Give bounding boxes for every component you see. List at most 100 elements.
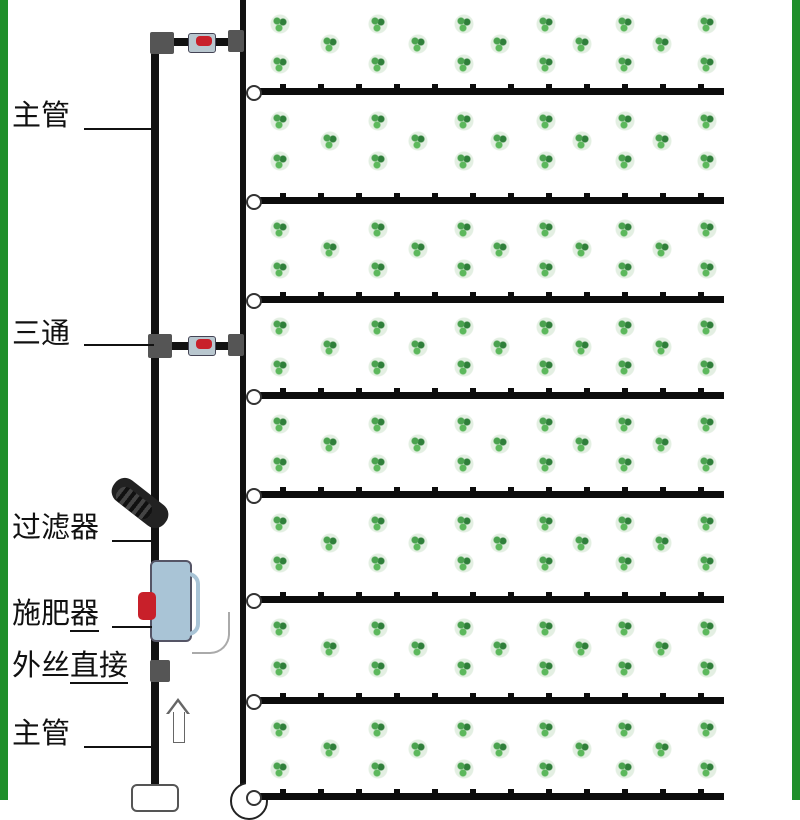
plant-icon (652, 434, 672, 454)
dripper-icon (660, 789, 666, 793)
plant-icon (572, 131, 592, 151)
plant-icon (536, 111, 556, 131)
plant-icon (368, 54, 388, 74)
plant-icon (408, 638, 428, 658)
plant-icon (697, 414, 717, 434)
plant-icon (368, 513, 388, 533)
plant-icon (697, 317, 717, 337)
dripper-icon (584, 592, 590, 596)
plant-icon (368, 259, 388, 279)
label-main-pipe-bottom: 主管 (12, 716, 70, 750)
dripper-icon (432, 292, 438, 296)
plant-icon (408, 131, 428, 151)
dripper-icon (508, 193, 514, 197)
dripper-icon (622, 789, 628, 793)
dripper-icon (470, 193, 476, 197)
plant-icon (536, 759, 556, 779)
plant-icon (652, 739, 672, 759)
plant-icon (270, 513, 290, 533)
drip-line (250, 193, 724, 204)
plant-icon (408, 337, 428, 357)
plant-icon (454, 759, 474, 779)
plant-icon (536, 219, 556, 239)
dripper-icon (698, 84, 704, 88)
plant-icon (270, 414, 290, 434)
plant-icon (697, 454, 717, 474)
dripper-icon (394, 592, 400, 596)
plant-icon (320, 34, 340, 54)
plant-icon (270, 759, 290, 779)
plant-icon (615, 553, 635, 573)
dripper-icon (432, 84, 438, 88)
dripper-icon (470, 693, 476, 697)
dripper-icon (432, 388, 438, 392)
tee-icon (148, 334, 172, 358)
plant-icon (408, 533, 428, 553)
dripper-icon (584, 84, 590, 88)
plant-icon (368, 317, 388, 337)
dripper-icon (394, 193, 400, 197)
dripper-icon (356, 292, 362, 296)
top-elbow-icon (150, 32, 174, 54)
plant-icon (490, 34, 510, 54)
dripper-icon (584, 693, 590, 697)
dripper-icon (546, 693, 552, 697)
dripper-icon (280, 487, 286, 491)
dripper-icon (584, 292, 590, 296)
plant-icon (490, 434, 510, 454)
dripper-icon (622, 292, 628, 296)
dripper-icon (660, 487, 666, 491)
dripper-icon (508, 592, 514, 596)
plant-icon (536, 414, 556, 434)
plant-icon (615, 618, 635, 638)
flow-arrow-inner (169, 702, 187, 714)
dripper-icon (660, 693, 666, 697)
dripper-icon (584, 388, 590, 392)
drip-line-connector-icon (246, 194, 262, 210)
plant-icon (536, 553, 556, 573)
plant-icon (697, 54, 717, 74)
dripper-icon (318, 789, 324, 793)
plant-icon (536, 54, 556, 74)
plant-icon (697, 219, 717, 239)
dripper-icon (546, 388, 552, 392)
dripper-icon (698, 789, 704, 793)
label-filter-text: 过滤器 (12, 510, 100, 544)
dripper-icon (698, 693, 704, 697)
plant-icon (615, 259, 635, 279)
plant-icon (270, 219, 290, 239)
plant-icon (368, 618, 388, 638)
dripper-icon (318, 292, 324, 296)
dripper-icon (356, 84, 362, 88)
label-main-pipe-top-text: 主管 (12, 98, 71, 132)
middle-valve-handle-icon (196, 339, 212, 349)
plant-icon (615, 658, 635, 678)
dripper-icon (546, 292, 552, 296)
leader-main-pipe-top (84, 128, 154, 130)
plant-icon (615, 151, 635, 171)
plant-icon (454, 54, 474, 74)
dripper-icon (356, 789, 362, 793)
dripper-icon (318, 592, 324, 596)
plant-icon (454, 151, 474, 171)
plant-icon (572, 739, 592, 759)
drip-line-connector-icon (246, 694, 262, 710)
dripper-icon (318, 487, 324, 491)
dripper-icon (546, 487, 552, 491)
plant-icon (652, 34, 672, 54)
plant-icon (270, 658, 290, 678)
drip-line-connector-icon (246, 593, 262, 609)
plant-icon (536, 454, 556, 474)
drip-line-connector-icon (246, 293, 262, 309)
plant-icon (490, 533, 510, 553)
dripper-icon (318, 193, 324, 197)
dripper-icon (280, 84, 286, 88)
leader-tee (84, 344, 154, 346)
injector-knob-icon (138, 592, 156, 620)
plant-icon (320, 239, 340, 259)
plant-icon (615, 111, 635, 131)
plant-icon (615, 14, 635, 34)
plant-icon (454, 454, 474, 474)
plant-icon (454, 719, 474, 739)
plant-icon (408, 34, 428, 54)
